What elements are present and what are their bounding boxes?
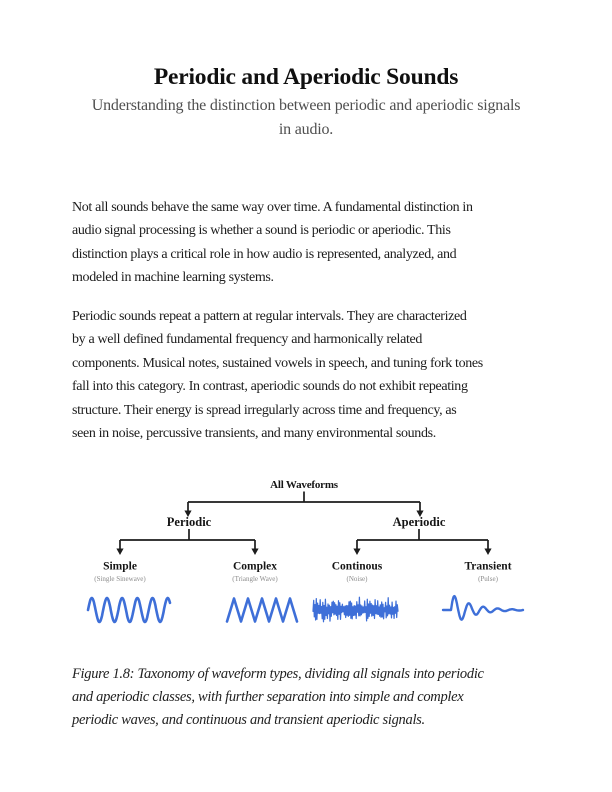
body-paragraph-1: Not all sounds behave the same way over … <box>72 200 473 286</box>
arrowhead-simple <box>116 548 124 555</box>
tree-node-aperiodic: Aperiodic <box>393 515 446 529</box>
page-subtitle: Understanding the distinction between pe… <box>91 97 521 138</box>
pulse-waveform <box>441 594 525 621</box>
triangle-waveform <box>225 597 299 623</box>
tree-connector-periodic <box>119 529 256 550</box>
tree-node-transient: Transient <box>464 561 511 573</box>
figure-caption: Figure 1.8: Taxonomy of waveform types, … <box>72 666 484 729</box>
sine-waveform <box>86 596 172 624</box>
waveform-taxonomy-figure: All Waveforms Periodic Aperiodic Simple … <box>72 470 540 635</box>
page-title: Periodic and Aperiodic Sounds <box>153 63 459 90</box>
arrowhead-periodic <box>184 510 192 517</box>
tree-connector-aperiodic <box>356 529 489 550</box>
tree-node-continous: Continous <box>332 561 383 573</box>
tree-node-simple: Simple <box>103 561 137 573</box>
tree-subnode-noise: (Noise) <box>347 575 369 583</box>
taxonomy-tree-svg: All Waveforms Periodic Aperiodic Simple … <box>86 479 525 624</box>
tree-node-root: All Waveforms <box>270 479 339 491</box>
tree-subnode-triangle-wave: (Triangle Wave) <box>232 575 278 583</box>
tree-subnode-pulse: (Pulse) <box>478 575 499 583</box>
tree-node-periodic: Periodic <box>167 515 212 529</box>
arrowhead-continous <box>353 548 361 555</box>
arrowhead-aperiodic <box>416 510 424 517</box>
tree-connector-root <box>187 491 421 512</box>
tree-subnode-single-sinewave: (Single Sinewave) <box>94 575 146 583</box>
arrowhead-complex <box>251 548 259 555</box>
noise-waveform <box>312 596 399 623</box>
waveform-plots <box>86 594 525 624</box>
tree-node-complex: Complex <box>233 561 277 573</box>
body-paragraph-2: Periodic sounds repeat a pattern at regu… <box>72 309 483 442</box>
arrowhead-transient <box>484 548 492 555</box>
